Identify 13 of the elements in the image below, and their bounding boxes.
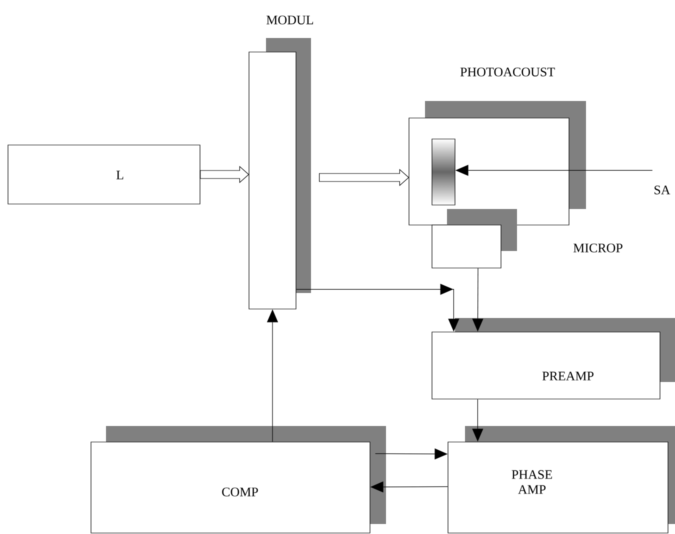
microphone-box	[432, 209, 517, 268]
block-box: PHASE AMP	[448, 426, 675, 534]
component-label: MICROP	[573, 244, 622, 252]
hollow-arrow	[200, 166, 250, 184]
node-label: MODUL	[266, 16, 314, 24]
signal-label: SA	[654, 186, 670, 194]
block-box: COMP	[90, 426, 386, 534]
hollow-arrow	[319, 168, 410, 186]
block-box: L	[8, 144, 200, 204]
node-label: PHOTOACOUST	[460, 68, 555, 76]
block-box: PREAMP	[432, 318, 675, 400]
block-box: MODUL	[248, 16, 314, 310]
sample-strip	[432, 138, 456, 206]
